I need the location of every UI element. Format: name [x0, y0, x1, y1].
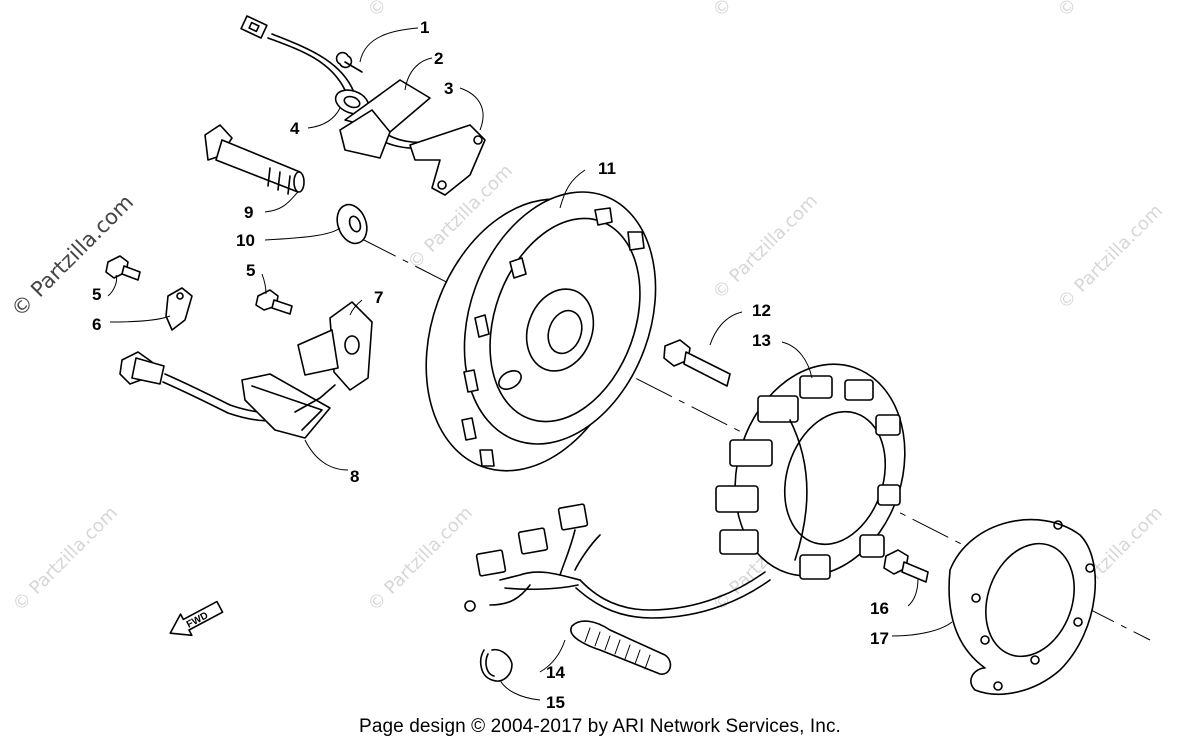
callout-16: 16	[870, 599, 889, 618]
flywheel-11	[425, 191, 657, 472]
callout-9: 9	[244, 203, 253, 222]
footer-copyright: Page design © 2004-2017 by ARI Network S…	[359, 716, 841, 737]
callout-14: 14	[546, 663, 565, 682]
watermark: © Partzilla.com	[709, 0, 822, 22]
stator-13	[715, 363, 906, 580]
sleeve-14	[570, 620, 672, 675]
bolt-12	[663, 339, 731, 387]
bolt-5-left	[105, 255, 141, 281]
fwd-arrow: FWD	[169, 600, 224, 637]
watermark-large: © Partzilla.com	[7, 190, 139, 322]
harness-8	[119, 351, 336, 439]
bolt-5-mid	[255, 289, 293, 315]
callout-6: 6	[92, 315, 101, 334]
callout-13: 13	[752, 331, 771, 350]
pickup-harness-assembly	[240, 15, 486, 196]
callout-10: 10	[236, 231, 255, 250]
callout-5-left: 5	[92, 285, 101, 304]
bolt-16	[883, 549, 929, 583]
callout-3: 3	[444, 79, 453, 98]
leader-lines	[107, 27, 953, 701]
watermark: © Partzilla.com	[1054, 0, 1167, 22]
sensor-7	[297, 301, 373, 391]
callout-8: 8	[350, 467, 359, 486]
callout-1: 1	[420, 18, 429, 37]
callout-12: 12	[752, 301, 771, 320]
bolt-9	[204, 124, 305, 195]
clip-6	[165, 287, 193, 331]
callout-15: 15	[546, 693, 565, 712]
stator-harness	[464, 503, 771, 619]
callout-7: 7	[374, 288, 383, 307]
watermark: © Partzilla.com	[364, 502, 477, 615]
callout-11: 11	[598, 159, 616, 178]
watermark: © Partzilla.com	[9, 502, 122, 615]
callouts: 1 2 3 4 11 9 10 5 5 7 6 12 13 8 16 17 14…	[92, 18, 889, 712]
plate-17	[948, 518, 1097, 696]
callout-17: 17	[870, 629, 889, 648]
callout-2: 2	[434, 49, 443, 68]
fwd-label: FWD	[185, 610, 210, 630]
callout-4: 4	[290, 119, 300, 138]
callout-5-mid: 5	[246, 261, 255, 280]
watermark: © Partzilla.com	[709, 190, 822, 303]
watermark: © Partzilla.com	[1054, 200, 1167, 313]
clamp-15	[479, 648, 513, 682]
